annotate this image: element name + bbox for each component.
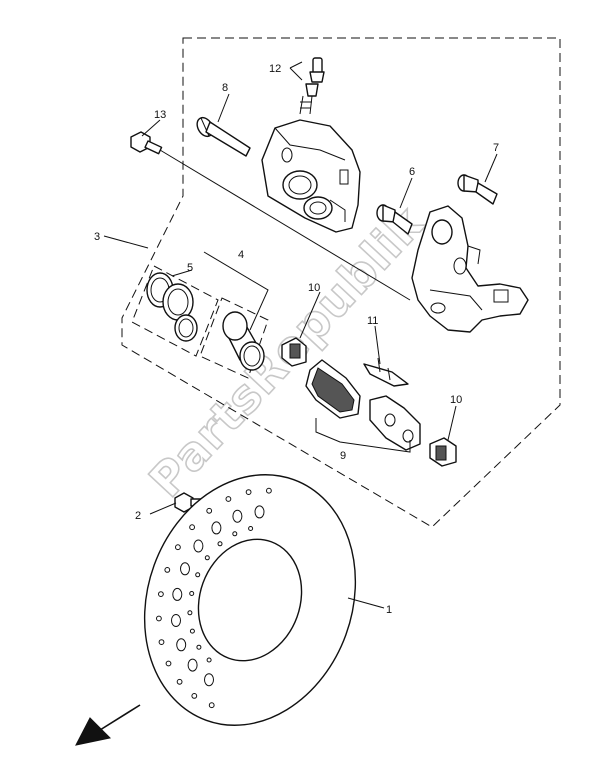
disc-hole-small <box>156 615 162 622</box>
disc-hole-small <box>206 507 213 514</box>
callout-10-lower: 10 <box>450 394 462 406</box>
callout-13: 13 <box>154 109 166 121</box>
disc-hole <box>204 673 214 687</box>
disc-hole-small <box>206 657 212 663</box>
disc-hole-small <box>266 487 272 494</box>
caliper-bracket[interactable] <box>411 205 529 333</box>
disc-hole-small <box>245 489 252 496</box>
disc-hole <box>176 638 187 652</box>
pad-support-10-lower[interactable] <box>429 437 457 467</box>
disc-hole-small <box>189 591 195 596</box>
arrow-down-left-icon <box>75 704 141 746</box>
callout-4: 4 <box>238 249 244 261</box>
disc-hole-small <box>164 567 171 573</box>
caliper-assembly-boundary <box>121 37 561 528</box>
disc-hole <box>171 614 181 627</box>
callout-5: 5 <box>187 262 193 274</box>
callout-3: 3 <box>94 231 100 243</box>
leader-lines <box>103 61 498 609</box>
disc-hole-small <box>189 524 196 531</box>
disc-hole-small <box>189 628 195 634</box>
disc-hole-small <box>175 544 181 551</box>
callout-7: 7 <box>493 142 499 154</box>
caliper-bolt-8[interactable] <box>194 115 251 157</box>
disc-hole-small <box>232 531 238 537</box>
piston-4[interactable] <box>199 297 269 379</box>
callout-1: 1 <box>386 604 392 616</box>
assembly-axis-line <box>159 149 411 301</box>
disc-hole <box>187 658 198 672</box>
bolt-13[interactable] <box>130 131 163 155</box>
callout-6: 6 <box>409 166 415 178</box>
pad-kit-bracket <box>315 418 411 453</box>
bleed-screw-12[interactable] <box>299 57 325 115</box>
disc-hole-small <box>176 678 183 685</box>
callout-2: 2 <box>135 510 141 522</box>
disc-hole <box>172 587 183 601</box>
disc-hole-small <box>208 702 215 709</box>
disc-hole <box>193 539 204 553</box>
disc-hole <box>254 505 265 519</box>
disc-hole-small <box>195 572 201 578</box>
callout-10-upper: 10 <box>308 282 320 294</box>
disc-hole-small <box>204 555 210 561</box>
pin-7[interactable] <box>457 174 498 205</box>
piston-seal-kit-5[interactable] <box>131 265 219 357</box>
callout-11: 11 <box>367 315 378 327</box>
disc-hole-small <box>196 644 202 650</box>
disc-hole <box>180 562 190 576</box>
pad-support-10-upper[interactable] <box>281 337 307 367</box>
pin-6[interactable] <box>376 204 413 235</box>
disc-hole-small <box>158 639 165 645</box>
disc-hole-small <box>225 496 232 502</box>
disc-hole-small <box>158 591 164 597</box>
caliper-body[interactable] <box>261 119 361 233</box>
disc-hole-small <box>248 526 254 531</box>
callout-12: 12 <box>269 63 281 75</box>
brake-disc-1[interactable] <box>110 445 389 755</box>
disc-hole-small <box>191 693 198 699</box>
disc-hole <box>232 509 243 523</box>
disc-hole-small <box>165 660 172 667</box>
pad-spring-11[interactable] <box>363 357 409 387</box>
callout-8: 8 <box>222 82 228 94</box>
disc-hole-small <box>217 541 223 547</box>
disc-hole <box>211 521 222 535</box>
callout-9: 9 <box>340 450 346 462</box>
brake-pad-right[interactable] <box>369 395 421 451</box>
brake-pad-left[interactable] <box>305 359 361 419</box>
disc-hole-small <box>187 610 193 616</box>
